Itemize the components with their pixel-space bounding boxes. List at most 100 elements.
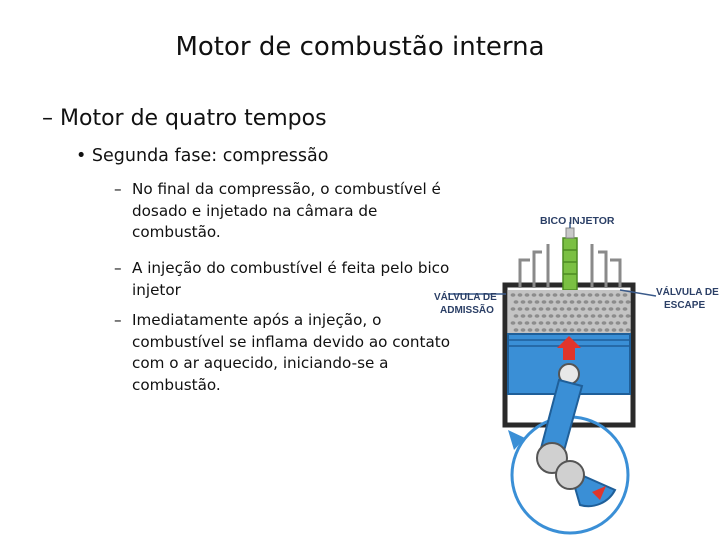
- injector-icon: [562, 227, 578, 291]
- chamber-dot: [594, 293, 600, 297]
- chamber-dot: [534, 328, 540, 332]
- chamber-dot: [594, 307, 600, 311]
- chamber-dot: [538, 293, 544, 297]
- chamber-dot: [510, 321, 516, 325]
- dash-marker: –: [42, 106, 53, 131]
- chamber-dot: [573, 321, 579, 325]
- chamber-dot: [580, 293, 586, 297]
- chamber-dot: [513, 300, 519, 304]
- chamber-dot: [615, 293, 621, 297]
- chamber-dot: [552, 307, 558, 311]
- chamber-dot: [604, 300, 610, 304]
- chamber-dot: [548, 314, 554, 318]
- chamber-dot: [541, 314, 547, 318]
- dash-marker: –: [114, 259, 122, 277]
- chamber-dot: [618, 300, 624, 304]
- chamber-dot: [576, 328, 582, 332]
- chamber-dot: [510, 307, 516, 311]
- chamber-dot: [587, 307, 593, 311]
- chamber-dot: [576, 300, 582, 304]
- bullet-level1: – Motor de quatro tempos: [42, 106, 327, 131]
- combustion-chamber: [508, 290, 631, 334]
- chamber-dot: [615, 321, 621, 325]
- chamber-dot: [520, 314, 526, 318]
- chamber-dot: [608, 321, 614, 325]
- chamber-dot: [534, 314, 540, 318]
- chamber-dot: [576, 314, 582, 318]
- chamber-dot: [580, 321, 586, 325]
- chamber-dot: [566, 293, 572, 297]
- chamber-dot: [527, 328, 533, 332]
- label-intake-2: ADMISSÃO: [440, 303, 494, 316]
- chamber-dot: [573, 293, 579, 297]
- chamber-dot: [534, 300, 540, 304]
- chamber-dot: [601, 321, 607, 325]
- chamber-dot: [541, 300, 547, 304]
- label-exhaust-1: VÁLVULA DE: [656, 285, 719, 298]
- chamber-dot: [622, 293, 628, 297]
- chamber-dot: [559, 307, 565, 311]
- engine-diagram: BICO INJETOR VÁLVULA DE ADMISSÃO VÁLVULA…: [434, 215, 719, 535]
- label-line: [619, 289, 657, 297]
- bullet-item-text: A injeção do combustível é feita pelo bi…: [132, 259, 450, 299]
- chamber-dot: [587, 293, 593, 297]
- chamber-dot: [590, 328, 596, 332]
- chamber-dot: [548, 300, 554, 304]
- chamber-dot: [531, 307, 537, 311]
- chamber-dot: [538, 307, 544, 311]
- chamber-dot: [527, 300, 533, 304]
- chamber-dot: [562, 300, 568, 304]
- chamber-dot: [622, 307, 628, 311]
- chamber-dot: [601, 307, 607, 311]
- chamber-dot: [555, 328, 561, 332]
- chamber-dot: [531, 293, 537, 297]
- chamber-dot: [611, 314, 617, 318]
- label-injector: BICO INJETOR: [540, 215, 615, 227]
- chamber-dot: [611, 300, 617, 304]
- bullet-item-text: Imediatamente após a injeção, o combustí…: [132, 311, 451, 394]
- chamber-dot: [597, 328, 603, 332]
- chamber-dot: [513, 314, 519, 318]
- chamber-dot: [545, 321, 551, 325]
- chamber-dot: [566, 321, 572, 325]
- chamber-dot: [559, 293, 565, 297]
- chamber-dot: [562, 314, 568, 318]
- chamber-dot: [608, 307, 614, 311]
- chamber-dot: [562, 328, 568, 332]
- rotation-arrow-icon: [508, 430, 525, 450]
- bullet-item: – Imediatamente após a injeção, o combus…: [114, 310, 452, 396]
- chamber-dot: [601, 293, 607, 297]
- chamber-dot: [555, 314, 561, 318]
- chamber-dot: [622, 321, 628, 325]
- dash-marker: –: [114, 180, 122, 198]
- crankshaft: [555, 460, 585, 490]
- bullet-level2: • Segunda fase: compressão: [76, 146, 328, 166]
- chamber-dot: [583, 328, 589, 332]
- chamber-dot: [618, 328, 624, 332]
- red-marker-icon: [592, 486, 606, 500]
- chamber-dot: [524, 321, 530, 325]
- chamber-dot: [552, 293, 558, 297]
- chamber-dot: [625, 328, 631, 332]
- chamber-dot: [615, 307, 621, 311]
- bullet-level2-text: Segunda fase: compressão: [91, 146, 329, 166]
- chamber-dot: [611, 328, 617, 332]
- bullet-item-text: No final da compressão, o combustível é …: [132, 180, 441, 241]
- chamber-dot: [608, 293, 614, 297]
- up-arrow-icon: [557, 336, 581, 360]
- chamber-dot: [590, 300, 596, 304]
- chamber-dot: [587, 321, 593, 325]
- chamber-dot: [566, 307, 572, 311]
- chamber-dot: [520, 328, 526, 332]
- chamber-dot: [520, 300, 526, 304]
- chamber-dot: [590, 314, 596, 318]
- chamber-dot: [625, 300, 631, 304]
- chamber-dot: [625, 314, 631, 318]
- valve-stems: [518, 244, 622, 288]
- chamber-dot: [597, 314, 603, 318]
- chamber-dot: [513, 328, 519, 332]
- chamber-dot: [569, 328, 575, 332]
- chamber-dot: [548, 328, 554, 332]
- chamber-dot: [583, 314, 589, 318]
- chamber-dot: [517, 307, 523, 311]
